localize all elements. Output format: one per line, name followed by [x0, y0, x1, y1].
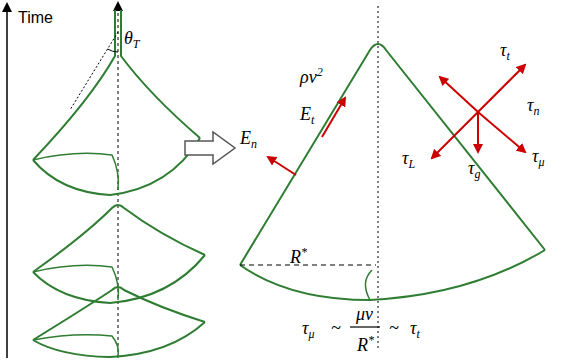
stress-label: τt: [500, 40, 510, 66]
cone-axis: [378, 4, 379, 348]
force-label: Et: [300, 104, 314, 130]
formula-numerator: μv: [356, 304, 373, 324]
time-axis: [6, 4, 8, 358]
fraction-bar: [350, 326, 380, 327]
stress-label: τg: [468, 158, 480, 184]
cone-late: [33, 10, 200, 195]
formula-symbol: ~: [389, 318, 399, 338]
angle-arc: [108, 49, 119, 52]
stress-label: τμ: [532, 146, 544, 172]
radius-line: [240, 265, 376, 266]
force-label: En: [240, 128, 257, 154]
force-label: ρv2: [300, 62, 323, 87]
angle-guide: [70, 32, 118, 110]
cone-detail: [240, 44, 545, 300]
angle-label: θT: [124, 28, 140, 54]
cone-mid: [33, 205, 205, 303]
transition-arrow: [185, 132, 235, 164]
radius-label: R*: [290, 242, 307, 267]
stress-label: τn: [527, 95, 539, 121]
formula-term: τt: [410, 318, 420, 344]
stress-arrows: [432, 65, 525, 158]
stress-label: τL: [402, 148, 415, 174]
force-arrows: [268, 98, 345, 175]
cone-early: [33, 287, 205, 357]
formula-denominator: R*: [357, 330, 374, 355]
axis-label: Time: [18, 8, 53, 28]
formula-symbol: ~: [331, 318, 341, 338]
formula-term: τμ: [302, 318, 314, 344]
